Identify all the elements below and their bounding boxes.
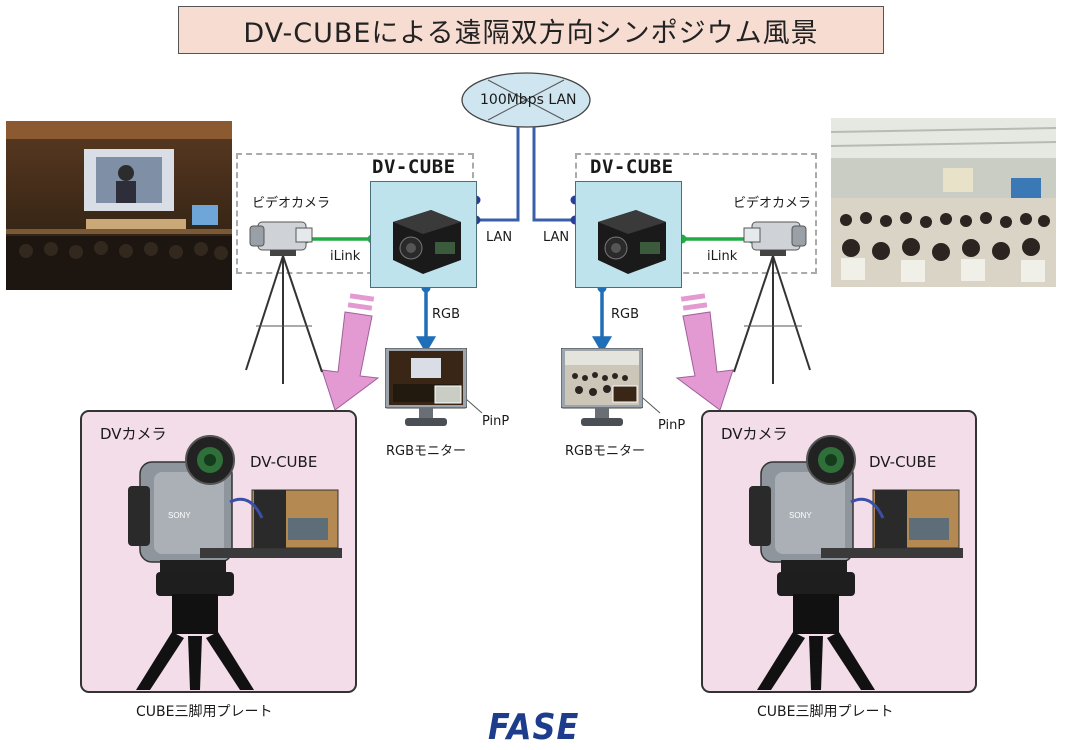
right-panel-dv-camera-label: DVカメラ: [721, 425, 788, 443]
right-rgb-monitor-icon: [561, 348, 643, 428]
right-dv-camera-rig-icon: SONY: [749, 435, 963, 690]
right-video-camera-icon: [730, 214, 820, 384]
right-ilink-label: iLink: [707, 249, 738, 264]
left-rgb-monitor-label: RGBモニター: [386, 444, 467, 459]
left-video-camera-label: ビデオカメラ: [252, 196, 331, 211]
left-cube-plate-label: CUBE三脚用プレート: [136, 704, 273, 720]
left-rgb-label: RGB: [432, 307, 461, 322]
left-pinp-label: PinP: [482, 414, 510, 429]
left-panel-dv-camera-label: DVカメラ: [100, 425, 167, 443]
right-panel-dv-cube-label: DV-CUBE: [869, 453, 937, 471]
right-panel-brand-text: SONY: [789, 511, 812, 520]
right-rgb-label: RGB: [611, 307, 640, 322]
right-cube-plate-label: CUBE三脚用プレート: [757, 704, 894, 720]
rgb-arrows: [415, 288, 613, 354]
left-panel-brand-text: SONY: [168, 511, 191, 520]
lan-cables: [466, 127, 585, 222]
right-dv-cube-label: DV-CUBE: [590, 156, 674, 178]
fase-logo: FASE: [488, 706, 580, 748]
right-video-camera-label: ビデオカメラ: [733, 196, 812, 211]
right-lan-label: LAN: [543, 230, 570, 245]
left-lan-label: LAN: [486, 230, 513, 245]
right-camera-panel: DVカメラ DV-CUBE SONY: [701, 410, 977, 693]
right-dv-cube-device: [575, 181, 682, 288]
lan-cloud-label: 100Mbps LAN: [480, 92, 577, 108]
left-panel-dv-cube-label: DV-CUBE: [250, 453, 318, 471]
lan-cloud: [461, 72, 591, 128]
title-text: DV-CUBEによる遠隔双方向シンポジウム風景: [243, 17, 819, 49]
left-video-camera-icon: [236, 214, 326, 384]
left-dv-cube-label: DV-CUBE: [372, 156, 456, 178]
pink-arrow-right: [675, 293, 734, 411]
right-venue-photo: [831, 118, 1056, 287]
left-rgb-monitor-icon: [385, 348, 467, 428]
right-rgb-monitor-label: RGBモニター: [565, 444, 646, 459]
left-dv-camera-rig-icon: SONY: [128, 435, 342, 690]
page-title: DV-CUBEによる遠隔双方向シンポジウム風景: [178, 6, 884, 54]
right-pinp-label: PinP: [658, 418, 686, 433]
left-dv-cube-device: [370, 181, 477, 288]
left-ilink-label: iLink: [330, 249, 361, 264]
left-venue-photo: [6, 121, 232, 290]
pink-arrow-left: [321, 293, 380, 411]
left-camera-panel: DVカメラ DV-CUBE SONY: [80, 410, 357, 693]
